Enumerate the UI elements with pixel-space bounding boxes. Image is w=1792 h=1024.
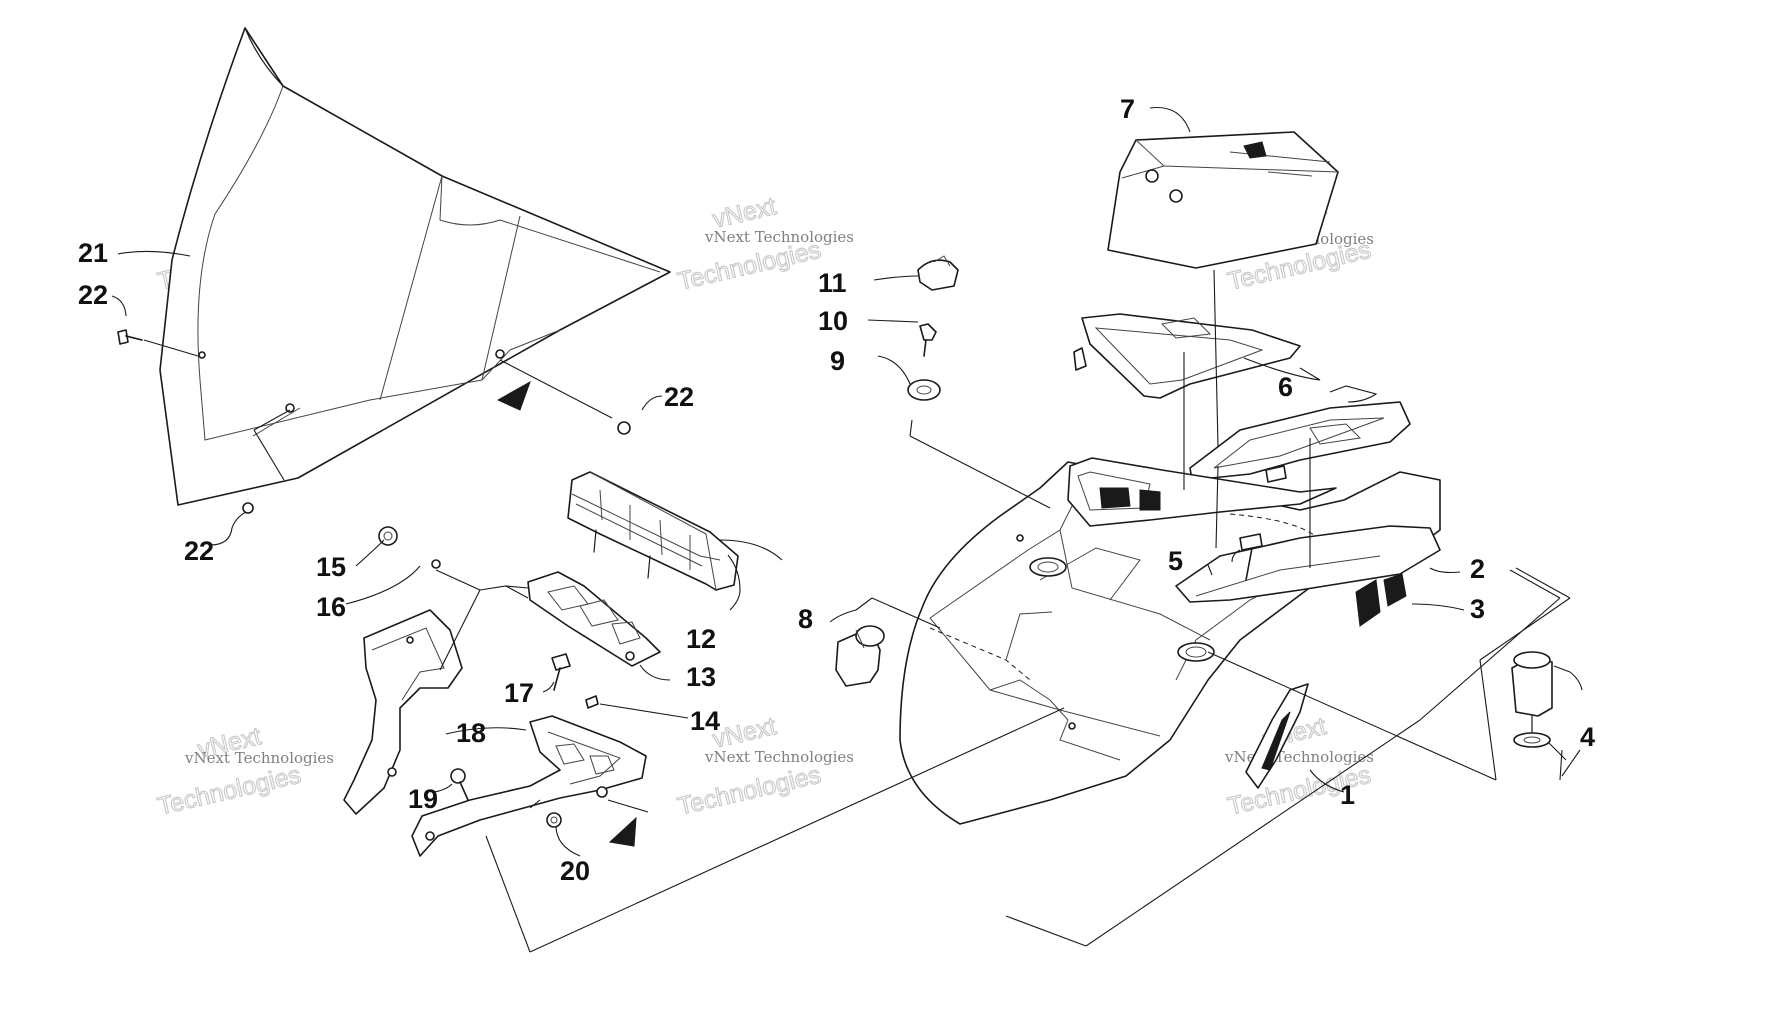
storage-box-7 bbox=[1107, 131, 1339, 269]
screw-17 bbox=[551, 653, 571, 691]
nut-20 bbox=[546, 812, 562, 828]
callout-7: 7 bbox=[1120, 94, 1135, 124]
switch-8 bbox=[835, 625, 885, 687]
callout-18: 18 bbox=[456, 718, 486, 748]
window-panel-6-upper bbox=[1073, 313, 1301, 399]
screw-22-bottom bbox=[242, 502, 254, 514]
watermark-big-2: Technologies bbox=[155, 761, 303, 821]
bracket-18-left bbox=[343, 609, 463, 815]
callout-5: 5 bbox=[1168, 546, 1183, 576]
callout-9: 9 bbox=[830, 346, 845, 376]
watermark-bottom-left: vNext Technologies vNext Technologies bbox=[155, 722, 335, 822]
callout-3: 3 bbox=[1470, 594, 1485, 624]
callout-2: 2 bbox=[1470, 554, 1485, 584]
watermark-big-2: Technologies bbox=[675, 761, 823, 821]
callout-17: 17 bbox=[504, 678, 534, 708]
watermark-small: vNext Technologies bbox=[704, 748, 854, 766]
gauge-bracket bbox=[527, 571, 661, 667]
window-panel-6-lower bbox=[1189, 401, 1411, 483]
ignition-cap-11 bbox=[917, 255, 959, 291]
callout-16: 16 bbox=[316, 592, 346, 622]
bracket-18-right bbox=[411, 715, 647, 857]
callout-12: 12 bbox=[686, 624, 716, 654]
watermark-small: vNext Technologies bbox=[704, 228, 854, 246]
instrument-gauge bbox=[567, 471, 739, 591]
hood-1 bbox=[899, 457, 1441, 825]
callouts: 1 2 3 4 5 6 7 8 9 10 11 12 13 14 15 16 1… bbox=[78, 94, 1595, 886]
callout-4: 4 bbox=[1580, 722, 1595, 752]
ignition-nut-9 bbox=[907, 379, 941, 401]
callout-14: 14 bbox=[690, 706, 720, 736]
ignition-key-10 bbox=[919, 323, 937, 357]
callout-13: 13 bbox=[686, 662, 716, 692]
callout-6: 6 bbox=[1278, 372, 1293, 402]
callout-19: 19 bbox=[408, 784, 438, 814]
nut-14 bbox=[585, 695, 599, 709]
leader-lines bbox=[111, 106, 1583, 953]
washer-16 bbox=[431, 559, 441, 569]
screw-22-left bbox=[117, 329, 143, 345]
screw-5 bbox=[1239, 533, 1263, 581]
screw-22-right bbox=[617, 421, 631, 435]
callout-8: 8 bbox=[798, 604, 813, 634]
arrow-top-left bbox=[496, 380, 531, 411]
arrow-bottom-left bbox=[608, 816, 637, 847]
callout-1: 1 bbox=[1340, 780, 1355, 810]
callout-15: 15 bbox=[316, 552, 346, 582]
callout-22-left: 22 bbox=[78, 280, 108, 310]
callout-21: 21 bbox=[78, 238, 108, 268]
power-outlet-4 bbox=[1511, 651, 1553, 748]
screw-19 bbox=[450, 768, 469, 801]
windshield bbox=[159, 27, 671, 506]
callout-11: 11 bbox=[818, 268, 847, 298]
watermark-small: vNext Technologies bbox=[184, 749, 334, 767]
callout-20: 20 bbox=[560, 856, 590, 886]
callout-22-right: 22 bbox=[664, 382, 694, 412]
watermark-small: vNext Technologies bbox=[1224, 748, 1374, 766]
callout-22-bottom: 22 bbox=[184, 536, 214, 566]
callout-10: 10 bbox=[818, 306, 848, 336]
